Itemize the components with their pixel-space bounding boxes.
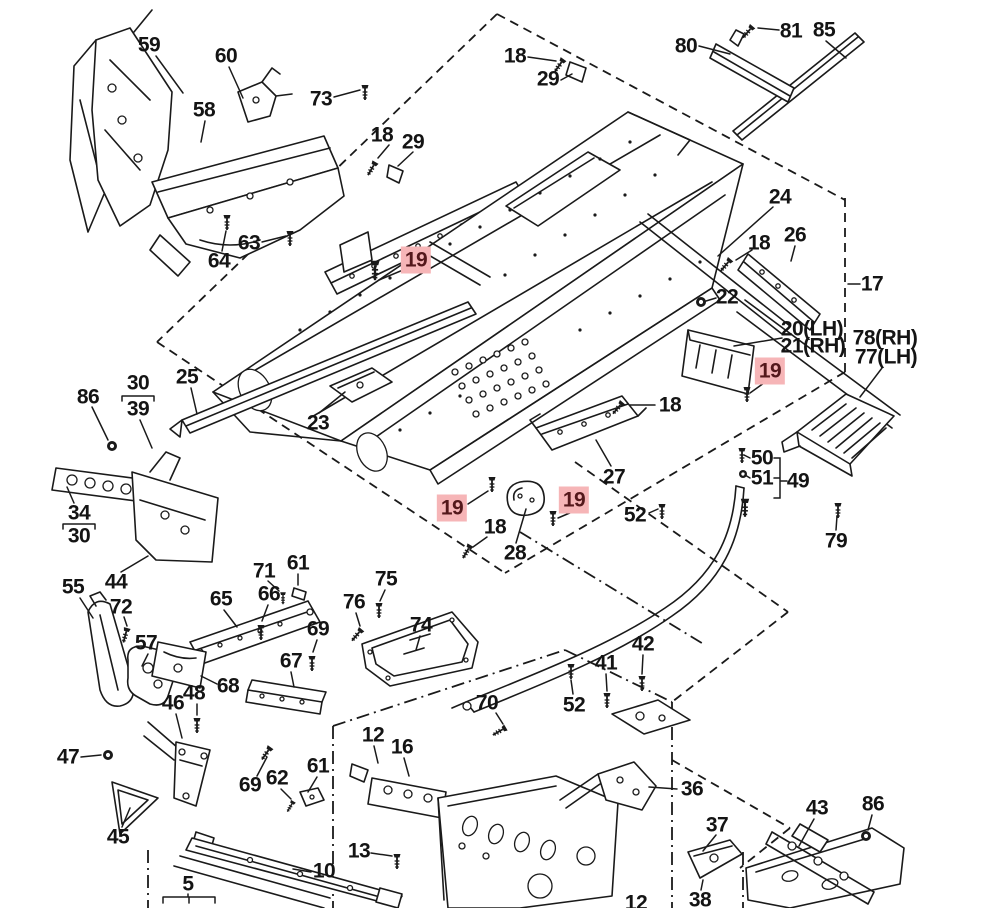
part-label-55-43: 55 [61, 575, 85, 599]
part-label-22-17: 22 [715, 285, 739, 309]
part-label-27-30: 27 [602, 465, 626, 489]
perforated-footboard [451, 338, 550, 418]
part-label-30-25: 30 [126, 371, 150, 395]
part-label-28-36: 28 [503, 541, 527, 565]
part-label-43-76: 43 [805, 796, 829, 820]
part-label-19-34: 19 [558, 486, 590, 514]
part-label-38-74: 38 [688, 888, 712, 908]
part-label-57-45: 57 [134, 631, 158, 655]
right-side-parts [451, 29, 895, 713]
part-label-61-60: 61 [306, 754, 330, 778]
part-label-70-63: 70 [475, 691, 499, 715]
part-label-5-69: 5 [182, 872, 194, 896]
front-bulkhead-assembly [69, 9, 345, 277]
part-label-49-40: 49 [786, 469, 810, 493]
part-label-16-68: 16 [390, 735, 414, 759]
part-label-25-27: 25 [175, 365, 199, 389]
part-label-69-51: 69 [306, 617, 330, 641]
fasteners [103, 23, 871, 870]
part-label-52-64: 52 [562, 693, 586, 717]
part-label-37-73: 37 [705, 813, 729, 837]
part-label-26-16: 26 [783, 223, 807, 247]
part-label-19-13: 19 [400, 246, 432, 274]
part-label-18-4: 18 [370, 123, 394, 147]
part-label-79-41: 79 [824, 529, 848, 553]
part-label-50-38: 50 [750, 446, 774, 470]
part-label-78rh-21: 78(RH) [852, 326, 918, 350]
part-label-65-46: 65 [209, 587, 233, 611]
part-label-77lh-22: 77(LH) [854, 345, 918, 369]
part-label-20lh-19: 20(LH) [780, 317, 844, 341]
part-label-75-61: 75 [374, 567, 398, 591]
part-label-71-48: 71 [252, 559, 276, 583]
part-label-10-70: 10 [312, 859, 336, 883]
part-label-47-56: 47 [56, 745, 80, 769]
part-label-18-29: 18 [658, 393, 682, 417]
part-label-45-57: 45 [106, 825, 130, 849]
part-label-46-54: 46 [161, 691, 185, 715]
part-label-52-37: 52 [623, 503, 647, 527]
part-label-51-39: 51 [750, 466, 774, 490]
part-label-86-77: 86 [861, 792, 885, 816]
part-label-48-55: 48 [182, 681, 206, 705]
part-label-72-44: 72 [109, 595, 133, 619]
part-label-60-1: 60 [214, 44, 238, 68]
part-label-80-8: 80 [674, 34, 698, 58]
part-label-68-53: 68 [216, 674, 240, 698]
bottom-parts [173, 611, 905, 908]
part-label-76-50: 76 [342, 590, 366, 614]
part-label-86-24: 86 [76, 385, 100, 409]
part-label-29-5: 29 [401, 130, 425, 154]
part-label-36-72: 36 [680, 777, 704, 801]
part-label-19-33: 19 [436, 494, 468, 522]
part-label-58-2: 58 [192, 98, 216, 122]
lower-left-cluster [87, 587, 327, 835]
part-label-18-35: 18 [483, 515, 507, 539]
part-label-30-32: 30 [67, 524, 91, 548]
part-label-74-62: 74 [409, 613, 433, 637]
part-label-19-23: 19 [754, 357, 786, 385]
part-label-41-65: 41 [594, 651, 618, 675]
part-label-66-47: 66 [257, 582, 281, 606]
part-label-67-52: 67 [279, 649, 303, 673]
part-label-39-26: 39 [126, 397, 150, 421]
part-label-18-6: 18 [503, 44, 527, 68]
footrest-pad [781, 393, 895, 477]
part-label-23-28: 23 [306, 411, 330, 435]
part-label-42-66: 42 [631, 632, 655, 656]
part-label-61-49: 61 [286, 551, 310, 575]
part-label-12-67: 12 [361, 723, 385, 747]
part-label-34-31: 34 [67, 501, 91, 525]
part-label-62-59: 62 [265, 766, 289, 790]
part-label-64-12: 64 [207, 249, 231, 273]
part-label-73-3: 73 [309, 87, 333, 111]
part-label-18-15: 18 [747, 231, 771, 255]
leader-lines [62, 27, 883, 904]
part-label-13-71: 13 [347, 839, 371, 863]
part-label-44-42: 44 [104, 570, 128, 594]
left-middle-parts [51, 451, 219, 563]
part-label-12-75: 12 [624, 891, 648, 908]
part-label-63-11: 63 [237, 231, 261, 255]
part-label-59-0: 59 [137, 33, 161, 57]
part-label-17-18: 17 [860, 272, 884, 296]
part-label-85-10: 85 [812, 18, 836, 42]
part-label-21rh-20: 21(RH) [780, 334, 846, 358]
part-label-24-14: 24 [768, 185, 792, 209]
part-label-29-7: 29 [536, 67, 560, 91]
part-label-81-9: 81 [779, 19, 803, 43]
part-label-69-58: 69 [238, 773, 262, 797]
